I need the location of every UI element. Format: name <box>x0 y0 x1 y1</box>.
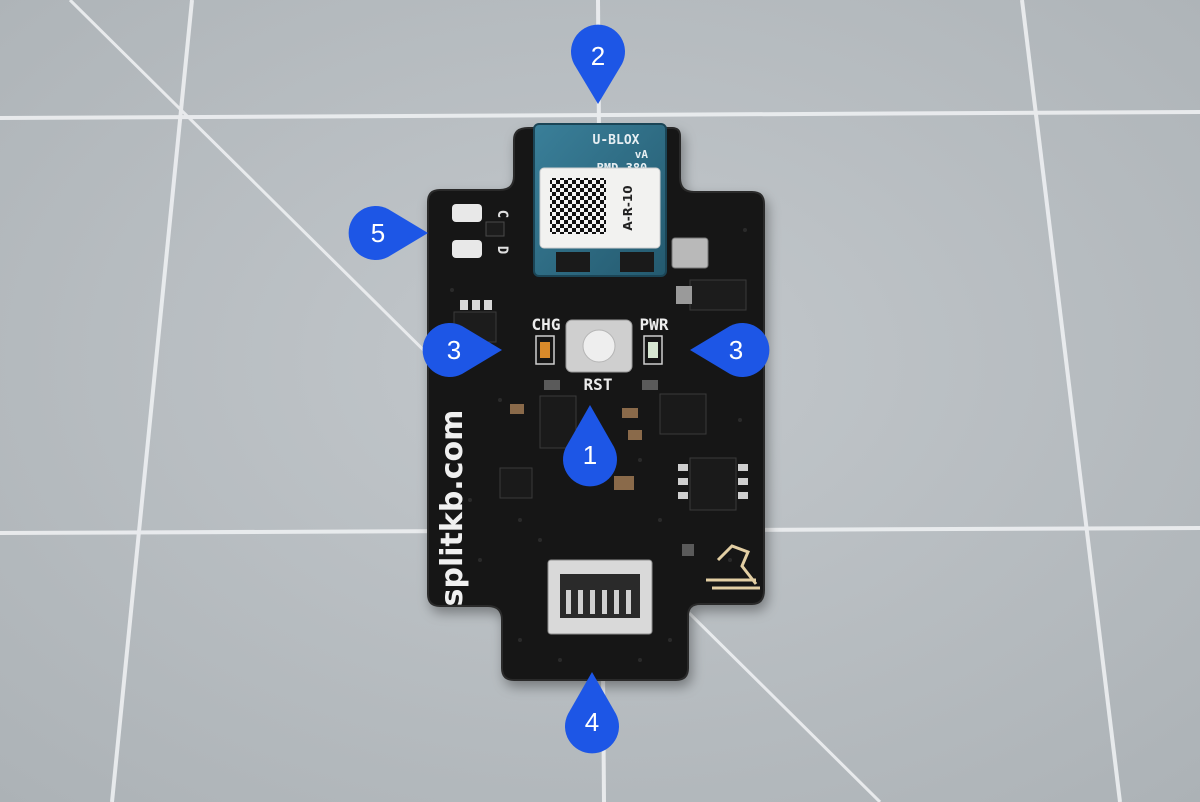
solder-pads: C D <box>452 204 510 258</box>
splitkb-logo <box>706 544 760 590</box>
pad-label-d: D <box>494 246 510 254</box>
marker-2-pin-icon <box>571 24 625 105</box>
marker-3-left: 3 <box>422 323 502 377</box>
ble-module: U-BLOX vA BMD-380 A-R-10 <box>533 123 667 277</box>
website-silkscreen: splitkb.com <box>435 410 470 607</box>
marker-1-pin-icon <box>563 405 617 487</box>
marker-3-right-pin-icon <box>690 323 770 377</box>
qr-label: A-R-10 <box>621 185 635 230</box>
marker-5-number: 5 <box>371 218 385 248</box>
label-chg: CHG <box>532 315 561 334</box>
pad-label-c: C <box>494 210 510 218</box>
qr-code <box>550 178 606 234</box>
label-rst: RST <box>584 375 613 394</box>
label-pwr: PWR <box>640 315 669 334</box>
marker-4: 4 <box>565 672 619 754</box>
marker-4-number: 4 <box>585 707 599 737</box>
fpc-connector <box>547 559 653 635</box>
marker-3-right-number: 3 <box>729 335 743 365</box>
module-version: vA <box>635 148 649 161</box>
marker-3-left-pin-icon <box>422 323 502 377</box>
reset-button <box>582 329 616 363</box>
marker-3-left-number: 3 <box>447 335 461 365</box>
marker-2-number: 2 <box>591 41 605 71</box>
marker-1: 1 <box>563 405 617 487</box>
marker-2: 2 <box>571 24 625 105</box>
marker-4-pin-icon <box>565 672 619 754</box>
marker-5: 5 <box>348 205 428 260</box>
chg-led <box>540 342 550 358</box>
status-area: CHG PWR RST <box>532 315 669 394</box>
annotation-markers: 1 2 3 3 4 5 <box>348 24 770 754</box>
module-brand: U-BLOX <box>593 133 640 148</box>
marker-1-number: 1 <box>583 440 597 470</box>
marker-5-pin-icon <box>348 205 428 260</box>
pwr-led <box>648 342 658 358</box>
marker-3-right: 3 <box>690 323 770 377</box>
